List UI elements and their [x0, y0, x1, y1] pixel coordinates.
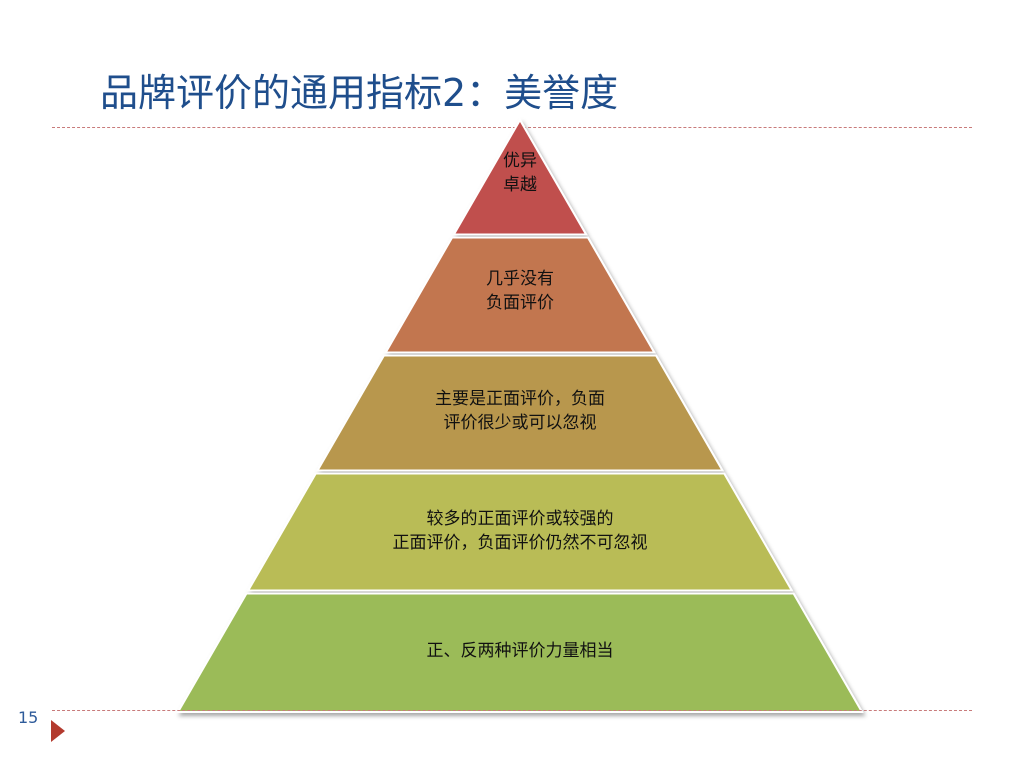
pyramid-level-3-label: 主要是正面评价，负面 评价很少或可以忽视 [435, 389, 605, 433]
pyramid-level-3 [315, 354, 725, 472]
pyramid-level-2 [383, 236, 657, 354]
pyramid-level-5-label: 正、反两种评价力量相当 [426, 641, 614, 661]
pyramid-level-5 [176, 592, 864, 713]
page-number: 15 [18, 708, 39, 727]
pyramid-level-4 [246, 472, 794, 592]
slide-title: 品牌评价的通用指标2：美誉度 [100, 71, 619, 115]
bottom-divider [52, 710, 972, 711]
next-arrow-icon[interactable] [51, 720, 65, 742]
pyramid-level-1 [452, 118, 588, 236]
pyramid-level-4-label: 较多的正面评价或较强的 正面评价，负面评价仍然不可忽视 [392, 509, 648, 553]
pyramid-level-1-label: 优异 卓越 [503, 151, 537, 195]
top-divider [52, 127, 972, 128]
pyramid-level-2-label: 几乎没有 负面评价 [486, 269, 554, 313]
